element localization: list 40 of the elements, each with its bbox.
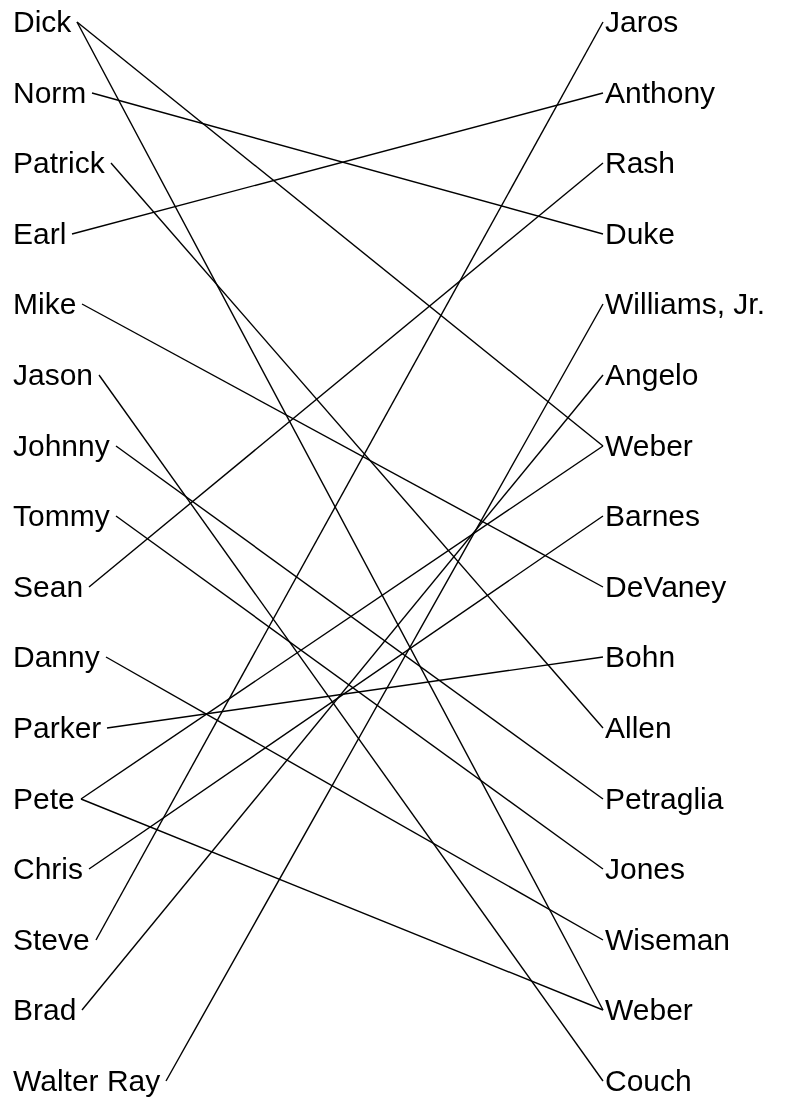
name-label: Earl — [13, 215, 71, 252]
name-label: Jaros — [605, 4, 683, 40]
name-label: Petraglia — [605, 780, 728, 817]
name-label: Rash — [605, 145, 680, 182]
name-label: Weber — [605, 427, 697, 464]
name-label: Tommy — [13, 498, 114, 535]
connector-line — [165, 303, 604, 1082]
connector-line — [106, 656, 604, 729]
name-label: Brad — [13, 992, 81, 1029]
name-label: Williams, Jr. — [605, 286, 769, 323]
name-label: Anthony — [605, 74, 720, 111]
connector-line — [81, 303, 604, 588]
name-label: Barnes — [605, 498, 705, 535]
name-label: Danny — [13, 639, 104, 676]
connector-line — [105, 656, 604, 941]
name-label: Weber — [605, 992, 697, 1029]
name-label: Johnny — [13, 427, 114, 464]
name-label: Duke — [605, 215, 680, 252]
name-label: Patrick — [13, 145, 109, 182]
name-label: Bohn — [605, 639, 680, 676]
name-label: Jason — [13, 357, 98, 393]
name-label: Wiseman — [605, 921, 735, 958]
name-label: Angelo — [605, 357, 703, 393]
name-label: DeVaney — [605, 568, 731, 605]
name-label: Norm — [13, 74, 91, 111]
name-label: Jones — [605, 851, 690, 888]
connector-line — [88, 162, 604, 588]
connector-line — [80, 798, 604, 1011]
name-label: Parker — [13, 710, 106, 746]
name-label: Chris — [13, 851, 87, 888]
name-label: Pete — [13, 780, 79, 817]
name-label: Steve — [13, 921, 94, 958]
name-label: Sean — [13, 568, 88, 605]
connector-line — [110, 162, 604, 729]
name-label: Mike — [13, 286, 81, 323]
name-label: Couch — [605, 1063, 696, 1099]
name-label: Allen — [605, 710, 676, 746]
name-label: Dick — [13, 4, 76, 40]
connector-line — [76, 21, 604, 447]
name-label: Walter Ray — [13, 1063, 165, 1099]
